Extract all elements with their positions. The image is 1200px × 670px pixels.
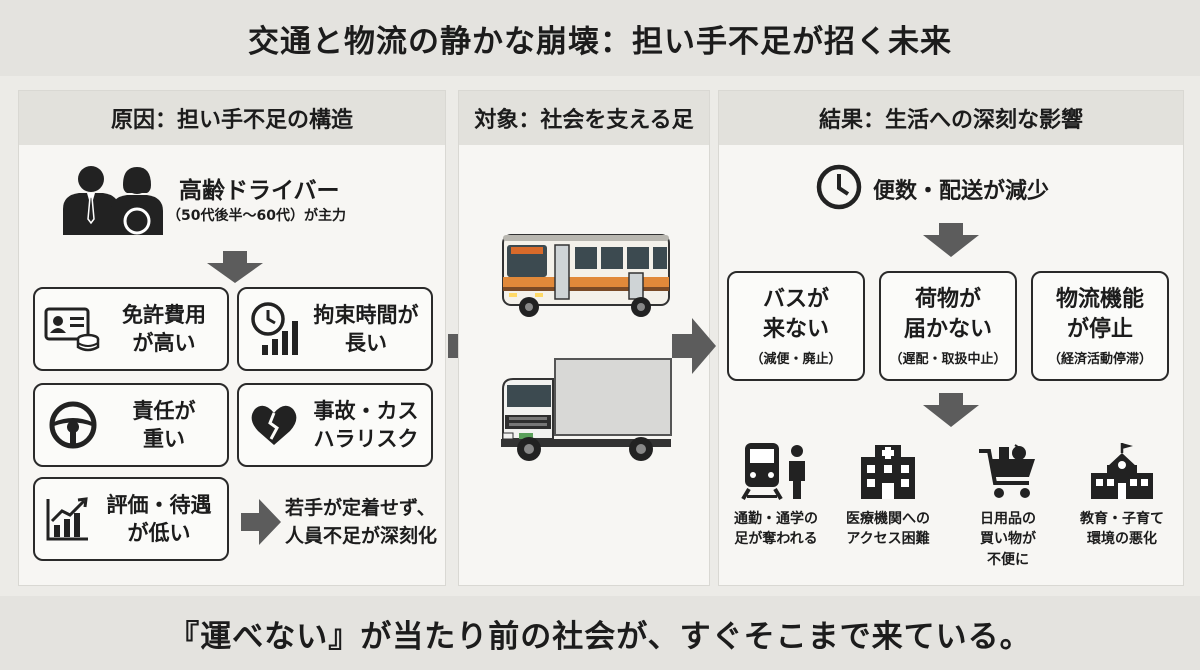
consequence-bus: バスが来ない （減便・廃止）: [727, 271, 865, 381]
school-icon: [1091, 443, 1153, 499]
cause-box-license-cost: 免許費用が高い: [33, 287, 229, 371]
driver-title: 高齢ドライバー: [179, 178, 340, 204]
consequence-line2: が停止: [1066, 316, 1133, 342]
cause-box-line1: 免許費用: [122, 302, 206, 327]
clock-icon: [816, 164, 862, 210]
down-arrow: [207, 251, 263, 283]
impact-shopping: 日用品の買い物が不便に: [953, 435, 1063, 570]
bus-icon: [502, 234, 670, 317]
cause-box-line2: が高い: [132, 331, 196, 355]
license-card-icon: [44, 307, 100, 352]
down-arrow: [923, 223, 979, 257]
cause-conclusion-line1: 若手が定着せず、: [285, 497, 436, 519]
consequence-logistics: 物流機能が停止 （経済活動停滞）: [1031, 271, 1169, 381]
cause-box-line1: 事故・カス: [313, 398, 419, 423]
cause-box-low-pay: 評価・待遇が低い: [33, 477, 229, 561]
target-panel: 対象：社会を支える足: [458, 90, 710, 586]
cause-panel: 原因：担い手不足の構造 高齢ドライバー （50代後半〜60代）が主力: [18, 90, 446, 586]
truck-icon: [501, 358, 672, 461]
decrease-label: 便数・配送が減少: [873, 179, 1050, 204]
impact-line1: 日用品の: [980, 511, 1036, 527]
right-arrow: [241, 499, 281, 545]
consequence-sub: （経済活動停滞）: [1047, 352, 1152, 368]
cause-box-line2: 長い: [345, 331, 387, 355]
consequence-parcel: 荷物が届かない （遅配・取扱中止）: [879, 271, 1017, 381]
impact-line2: アクセス困難: [846, 531, 930, 548]
page-title: 交通と物流の静かな崩壊：担い手不足が招く未来: [0, 0, 1200, 76]
growth-chart-icon: [46, 497, 88, 541]
impact-line2: 買い物が: [980, 531, 1036, 548]
consequence-sub: （遅配・取扱中止）: [889, 352, 1007, 368]
consequence-line1: バスが: [762, 286, 829, 312]
flow-arrow-2: [672, 318, 716, 374]
broken-heart-icon: [251, 405, 297, 445]
impact-line3: 不便に: [987, 551, 1029, 568]
impact-education: 教育・子育て環境の悪化: [1067, 435, 1177, 550]
result-header: 結果：生活への深刻な影響: [719, 91, 1183, 145]
consequence-line2: 来ない: [762, 316, 829, 342]
shopping-cart-icon: [979, 444, 1035, 498]
steering-wheel-icon: [49, 401, 97, 449]
impact-commute: 通勤・通学の足が奪われる: [721, 435, 831, 550]
cause-conclusion-line2: 人員不足が深刻化: [285, 524, 438, 547]
cause-box-line2: が低い: [127, 521, 191, 545]
cause-box-line2: ハラリスク: [313, 427, 419, 451]
consequence-line1: 物流機能: [1055, 286, 1144, 312]
cause-box-line1: 評価・待遇: [106, 492, 212, 517]
cause-box-line1: 拘束時間が: [313, 302, 419, 327]
consequence-line1: 荷物が: [914, 286, 981, 312]
hospital-icon: [861, 445, 915, 499]
impact-line2: 環境の悪化: [1087, 531, 1157, 548]
driver-subtitle: （50代後半〜60代）が主力: [167, 208, 346, 224]
consequence-line2: 届かない: [903, 316, 992, 342]
down-arrow: [923, 393, 979, 427]
impact-line1: 通勤・通学の: [734, 511, 818, 527]
cause-box-long-hours: 拘束時間が長い: [237, 287, 433, 371]
clock-chart-icon: [251, 302, 298, 355]
cause-box-line1: 責任が: [132, 398, 196, 423]
cause-box-responsibility: 責任が重い: [33, 383, 229, 467]
impact-line1: 医療機関への: [846, 511, 930, 527]
target-header: 対象：社会を支える足: [459, 91, 709, 145]
consequence-sub: （減便・廃止）: [750, 352, 842, 368]
people-icon: [63, 166, 163, 235]
footer-message: 『運べない』が当たり前の社会が、すぐそこまで来ている。: [0, 596, 1200, 670]
cause-box-accident-risk: 事故・カスハラリスク: [237, 383, 433, 467]
impact-line1: 教育・子育て: [1080, 511, 1164, 527]
train-person-icon: [741, 443, 805, 501]
impact-medical: 医療機関へのアクセス困難: [833, 435, 943, 550]
result-panel: 結果：生活への深刻な影響 便数・配送が減少 バスが来ない （減便・廃止） 荷物が…: [718, 90, 1184, 586]
impact-line2: 足が奪われる: [734, 531, 818, 548]
cause-header: 原因：担い手不足の構造: [19, 91, 445, 145]
cause-conclusion: 若手が定着せず、 人員不足が深刻化: [285, 495, 437, 550]
cause-box-line2: 重い: [143, 427, 185, 451]
